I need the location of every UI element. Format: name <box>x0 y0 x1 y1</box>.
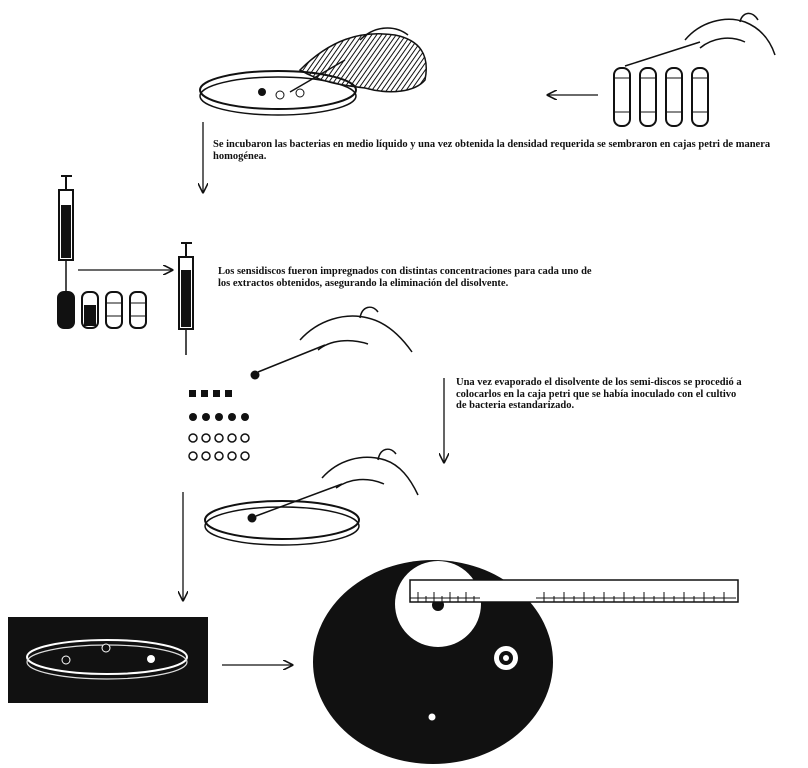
syringe-icon <box>59 176 73 292</box>
hand-icon <box>625 13 775 66</box>
syringe-icon <box>179 243 193 355</box>
caption-step-2: Los sensidiscos fueron impregnados con d… <box>218 266 598 289</box>
caption-step-1: Se incubaron las bacterias en medio líqu… <box>213 139 798 162</box>
test-tube-icon <box>666 68 682 126</box>
sensidisc-grid <box>189 390 249 460</box>
test-tube-icon <box>614 68 630 126</box>
test-tube-icon <box>692 68 708 126</box>
test-tube-icon <box>640 68 656 126</box>
hand-icon <box>251 307 413 379</box>
ruler-icon <box>410 580 738 602</box>
caption-step-3: Una vez evaporado el disolvente de los s… <box>456 377 746 412</box>
test-tube-group <box>58 292 146 328</box>
incubated-dish-photo <box>8 617 208 703</box>
petri-dish-icon <box>205 501 359 545</box>
test-tube-rack <box>614 68 708 126</box>
